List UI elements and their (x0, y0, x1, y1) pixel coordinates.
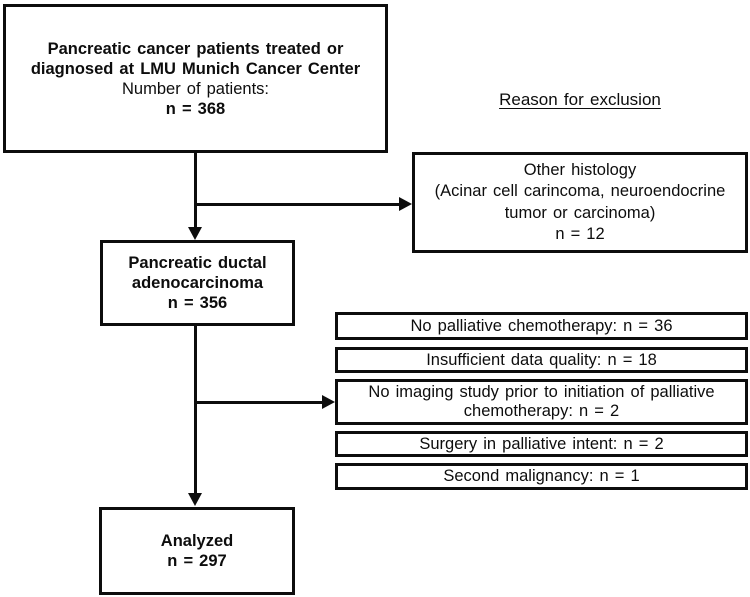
arrowhead-right-icon (399, 197, 412, 211)
pda-count: n = 356 (167, 294, 228, 312)
arrowhead-down-icon (188, 493, 202, 506)
exclusion-box-no-palliative-chemotherapy: No palliative chemotherapy: n = 36 (335, 312, 748, 340)
other-histology-line-2: (Acinar cell carincoma, neuroendocrine (434, 182, 726, 200)
analyzed-line-1: Analyzed (160, 532, 234, 550)
exclusion-box-surgery-palliative-intent: Surgery in palliative intent: n = 2 (335, 431, 748, 457)
exclusion-text: Surgery in palliative intent: n = 2 (419, 434, 664, 453)
exclusion-text: Insufficient data quality: n = 18 (426, 350, 657, 369)
other-histology-line-1: Other histology (523, 160, 637, 179)
analyzed-count: n = 297 (167, 552, 227, 570)
exclusion-box-insufficient-data: Insufficient data quality: n = 18 (335, 347, 748, 373)
initial-cohort-count: n = 368 (165, 99, 226, 118)
exclusion-box-second-malignancy: Second malignancy: n = 1 (335, 463, 748, 490)
connector-pda-to-analyzed (193, 326, 197, 494)
other-histology-line-3: tumor or carcinoma) (504, 203, 656, 222)
other-histology-count: n = 12 (555, 225, 605, 243)
initial-cohort-line-3: Number of patients: (122, 79, 269, 98)
arrowhead-right-icon (322, 395, 335, 409)
pda-box: Pancreatic ductal adenocarcinoma n = 356 (100, 240, 295, 326)
pda-line-1: Pancreatic ductal (128, 254, 267, 272)
arrowhead-down-icon (188, 227, 202, 240)
other-histology-box: Other histology (Acinar cell carincoma, … (412, 152, 748, 253)
initial-cohort-line-2: diagnosed at LMU Munich Cancer Center (30, 59, 361, 78)
connector-to-exclusion-rows (195, 400, 323, 404)
pda-line-2: adenocarcinoma (131, 274, 264, 292)
exclusion-header-label: Reason for exclusion (499, 90, 661, 109)
exclusion-box-no-imaging-study: No imaging study prior to initiation of … (335, 379, 748, 425)
exclusion-text: No imaging study prior to initiation of … (368, 383, 715, 420)
initial-cohort-box: Pancreatic cancer patients treated or di… (3, 4, 388, 153)
connector-to-other-histology (195, 202, 400, 206)
exclusion-text: No palliative chemotherapy: n = 36 (410, 316, 673, 335)
initial-cohort-line-1: Pancreatic cancer patients treated or (47, 39, 344, 58)
connector-top-to-pda (193, 152, 197, 229)
analyzed-box: Analyzed n = 297 (99, 507, 295, 595)
exclusion-text: Second malignancy: n = 1 (443, 467, 640, 485)
